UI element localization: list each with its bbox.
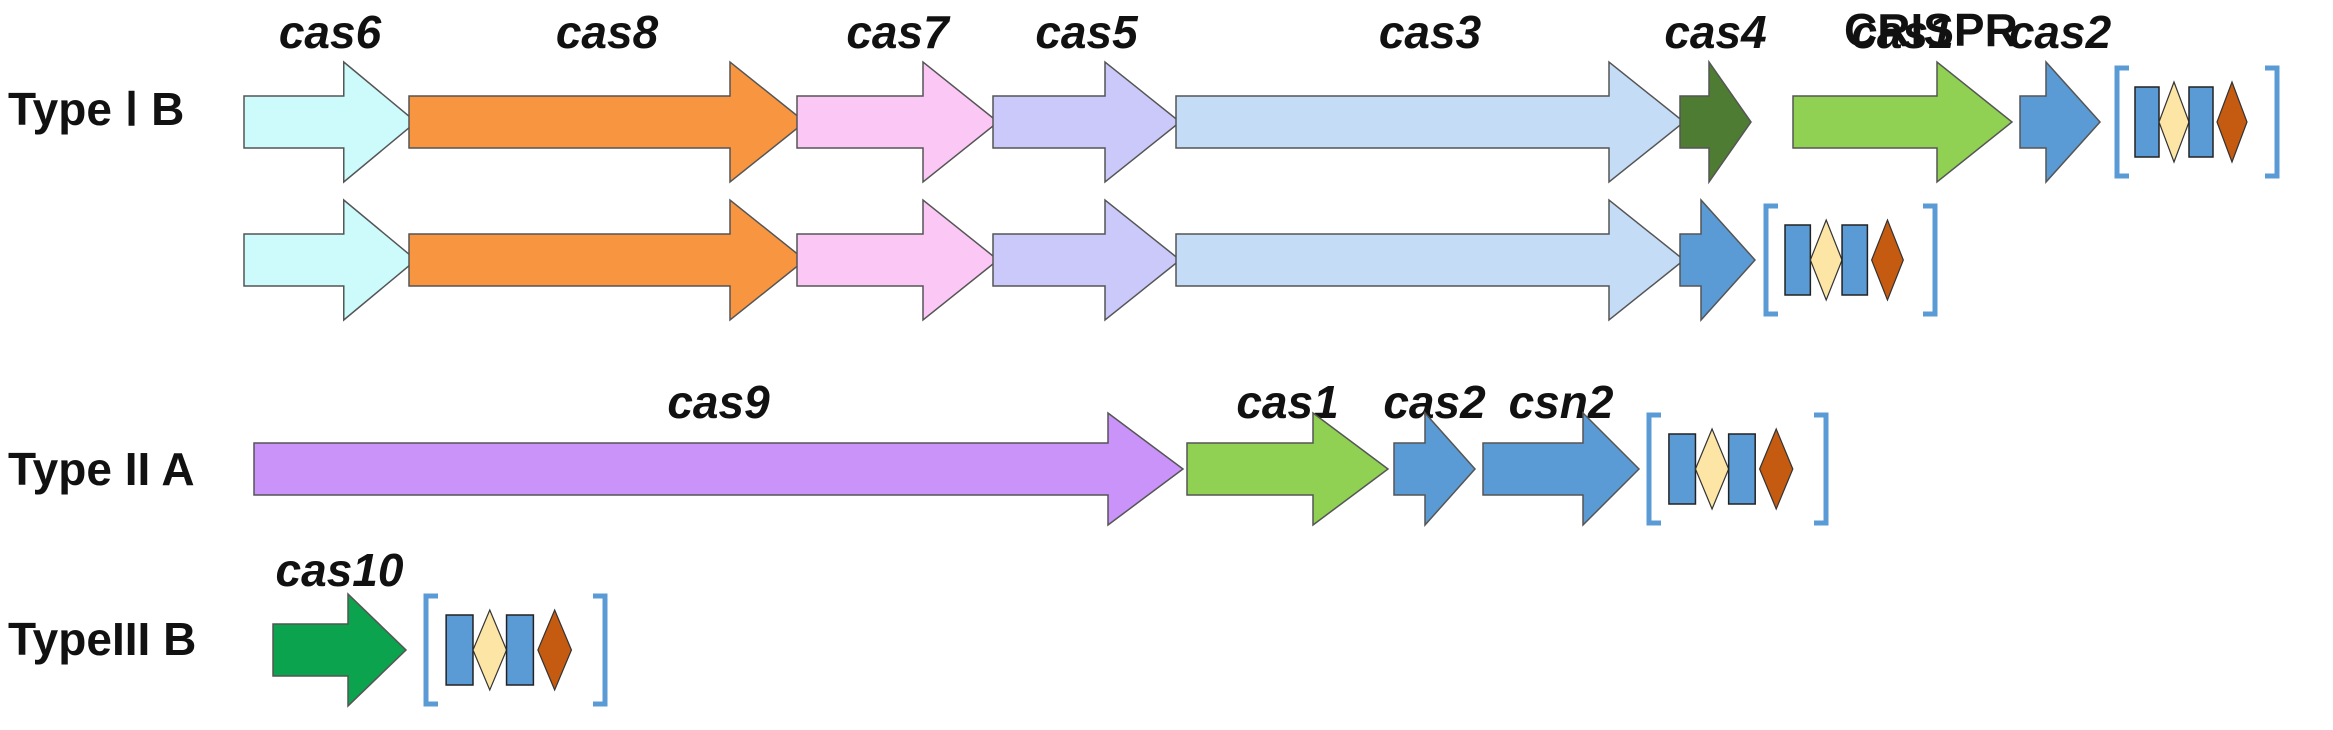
cas6-label: cas6 (279, 6, 382, 58)
locus-row (272, 592, 408, 708)
array-left-bracket (2114, 65, 2129, 179)
cas6-gene-arrow (243, 60, 418, 184)
cas2-label: cas2 (2009, 6, 2112, 58)
array-right-bracket (1814, 412, 1829, 526)
cas1-gene-arrow (1792, 60, 2014, 184)
cas9-label: cas9 (667, 376, 770, 428)
cas7-gene-arrow (796, 198, 1000, 322)
spacer-diamond (2158, 80, 2190, 164)
cas1-label: cas1 (1851, 6, 1953, 58)
cas7-gene-arrow (796, 60, 1000, 184)
array-right-bracket (2265, 65, 2280, 179)
cas3-gene-arrow (1175, 60, 1686, 184)
cas8-label: cas8 (556, 6, 659, 58)
spacer-diamond (1809, 218, 1843, 302)
crispr-arrays (423, 65, 2280, 707)
crispr-array (2114, 65, 2280, 179)
cas9-gene-arrow (253, 411, 1185, 527)
array-left-bracket (1646, 412, 1661, 526)
locus-row (243, 198, 1757, 322)
cas5-label: cas5 (1035, 6, 1139, 58)
cas8-gene-arrow (408, 198, 807, 322)
cas10-gene-arrow (272, 592, 408, 708)
type-label: TypeIII B (8, 613, 196, 665)
gene-arrows (243, 59, 2102, 708)
cas2-gene-arrow (1679, 198, 1757, 322)
cas4-gene-arrow (1679, 59, 1752, 185)
leader-diamond (1870, 218, 1904, 302)
crispr-array (1763, 203, 1938, 317)
crispr-array (423, 593, 608, 707)
cas5-gene-arrow (992, 60, 1182, 184)
cas10-label: cas10 (276, 544, 404, 596)
repeat-box (1841, 224, 1869, 296)
type-label: Type Ⅰ B (8, 83, 184, 135)
cas2-gene-arrow (2019, 60, 2102, 184)
cas2-gene-arrow (1393, 411, 1477, 527)
cas5-gene-arrow (992, 198, 1182, 322)
csn2-gene-arrow (1482, 411, 1641, 527)
cas3-gene-arrow (1175, 198, 1686, 322)
leader-diamond (1758, 427, 1794, 511)
repeat-box (1668, 433, 1697, 505)
repeat-box (1727, 433, 1756, 505)
leader-diamond (2216, 80, 2248, 164)
cas1-gene-arrow (1186, 411, 1390, 527)
cas3-label: cas3 (1379, 6, 1482, 58)
repeat-box (445, 614, 474, 686)
spacer-diamond (472, 608, 508, 692)
cas8-gene-arrow (408, 60, 807, 184)
csn2-label: csn2 (1509, 376, 1614, 428)
crispr-label: CRISPR (1844, 4, 2018, 56)
leader-diamond (537, 608, 573, 692)
cas7-label: cas7 (846, 6, 951, 58)
cas4-label: cas4 (1664, 6, 1766, 58)
type-label: Type II A (8, 443, 195, 495)
repeat-box (2188, 86, 2214, 158)
repeat-box (505, 614, 535, 686)
locus-row (253, 411, 1641, 527)
spacer-diamond (1694, 427, 1730, 511)
repeat-box (1784, 224, 1812, 296)
array-left-bracket (1763, 203, 1778, 317)
array-right-bracket (593, 593, 608, 707)
cas6-gene-arrow (243, 198, 418, 322)
array-left-bracket (423, 593, 438, 707)
locus-row (243, 59, 2102, 185)
cas2-label: cas2 (1383, 376, 1486, 428)
array-right-bracket (1923, 203, 1938, 317)
repeat-box (2134, 86, 2160, 158)
crispr-array (1646, 412, 1829, 526)
